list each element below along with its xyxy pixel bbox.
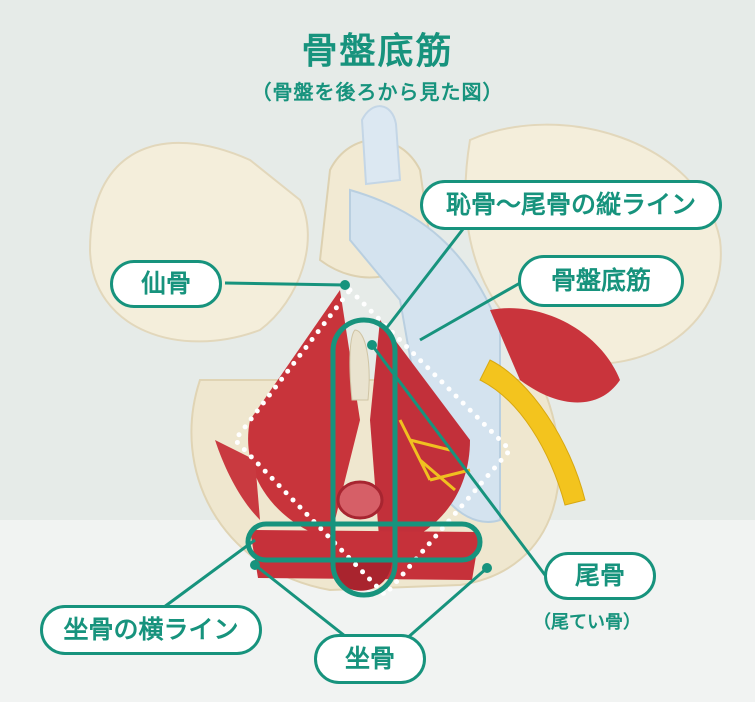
perineal-muscle bbox=[250, 530, 480, 580]
coccyx-bone bbox=[349, 329, 370, 401]
leader-ischium-left bbox=[254, 563, 351, 642]
page-subtitle: （骨盤を後ろから見た図） bbox=[251, 80, 504, 104]
leader-coccyx bbox=[370, 344, 547, 576]
label-sacrum: 仙骨 bbox=[110, 260, 222, 308]
pudendal-nerve-branches bbox=[398, 419, 471, 492]
piriformis-muscle bbox=[490, 308, 620, 403]
label-coccyx: 尾骨 bbox=[544, 552, 656, 600]
label-ischium-line: 坐骨の横ライン bbox=[40, 605, 262, 655]
dot-coccyx bbox=[367, 340, 377, 350]
dot-sacrum bbox=[340, 280, 350, 290]
leader-ischium-line bbox=[159, 538, 256, 612]
spine-column bbox=[360, 105, 402, 186]
horizontal-line-band bbox=[245, 521, 483, 563]
leader-ischium-right bbox=[404, 566, 488, 642]
pelvic-floor-dotted-outline bbox=[231, 286, 514, 599]
page-title: 骨盤底筋 bbox=[301, 31, 454, 72]
left-side-muscle bbox=[215, 440, 260, 520]
label-pubis-coccyx-line: 恥骨〜尾骨の縦ライン bbox=[420, 180, 722, 230]
label-pelvic-floor: 骨盤底筋 bbox=[518, 255, 684, 307]
dot-ischium-left bbox=[250, 560, 260, 570]
anal-sphincter bbox=[330, 560, 392, 591]
anus-opening bbox=[336, 480, 384, 520]
leader-pelvic-floor bbox=[419, 281, 521, 342]
leader-vertical-line bbox=[383, 219, 472, 331]
label-ischium: 坐骨 bbox=[314, 634, 426, 684]
vertical-line-band bbox=[330, 317, 398, 598]
leader-sacrum bbox=[224, 281, 346, 287]
dot-ischium-right bbox=[482, 563, 492, 573]
sciatic-nerve bbox=[479, 359, 586, 506]
left-iliac-wing bbox=[88, 141, 309, 343]
label-coccyx-note: （尾てい骨） bbox=[533, 612, 641, 633]
